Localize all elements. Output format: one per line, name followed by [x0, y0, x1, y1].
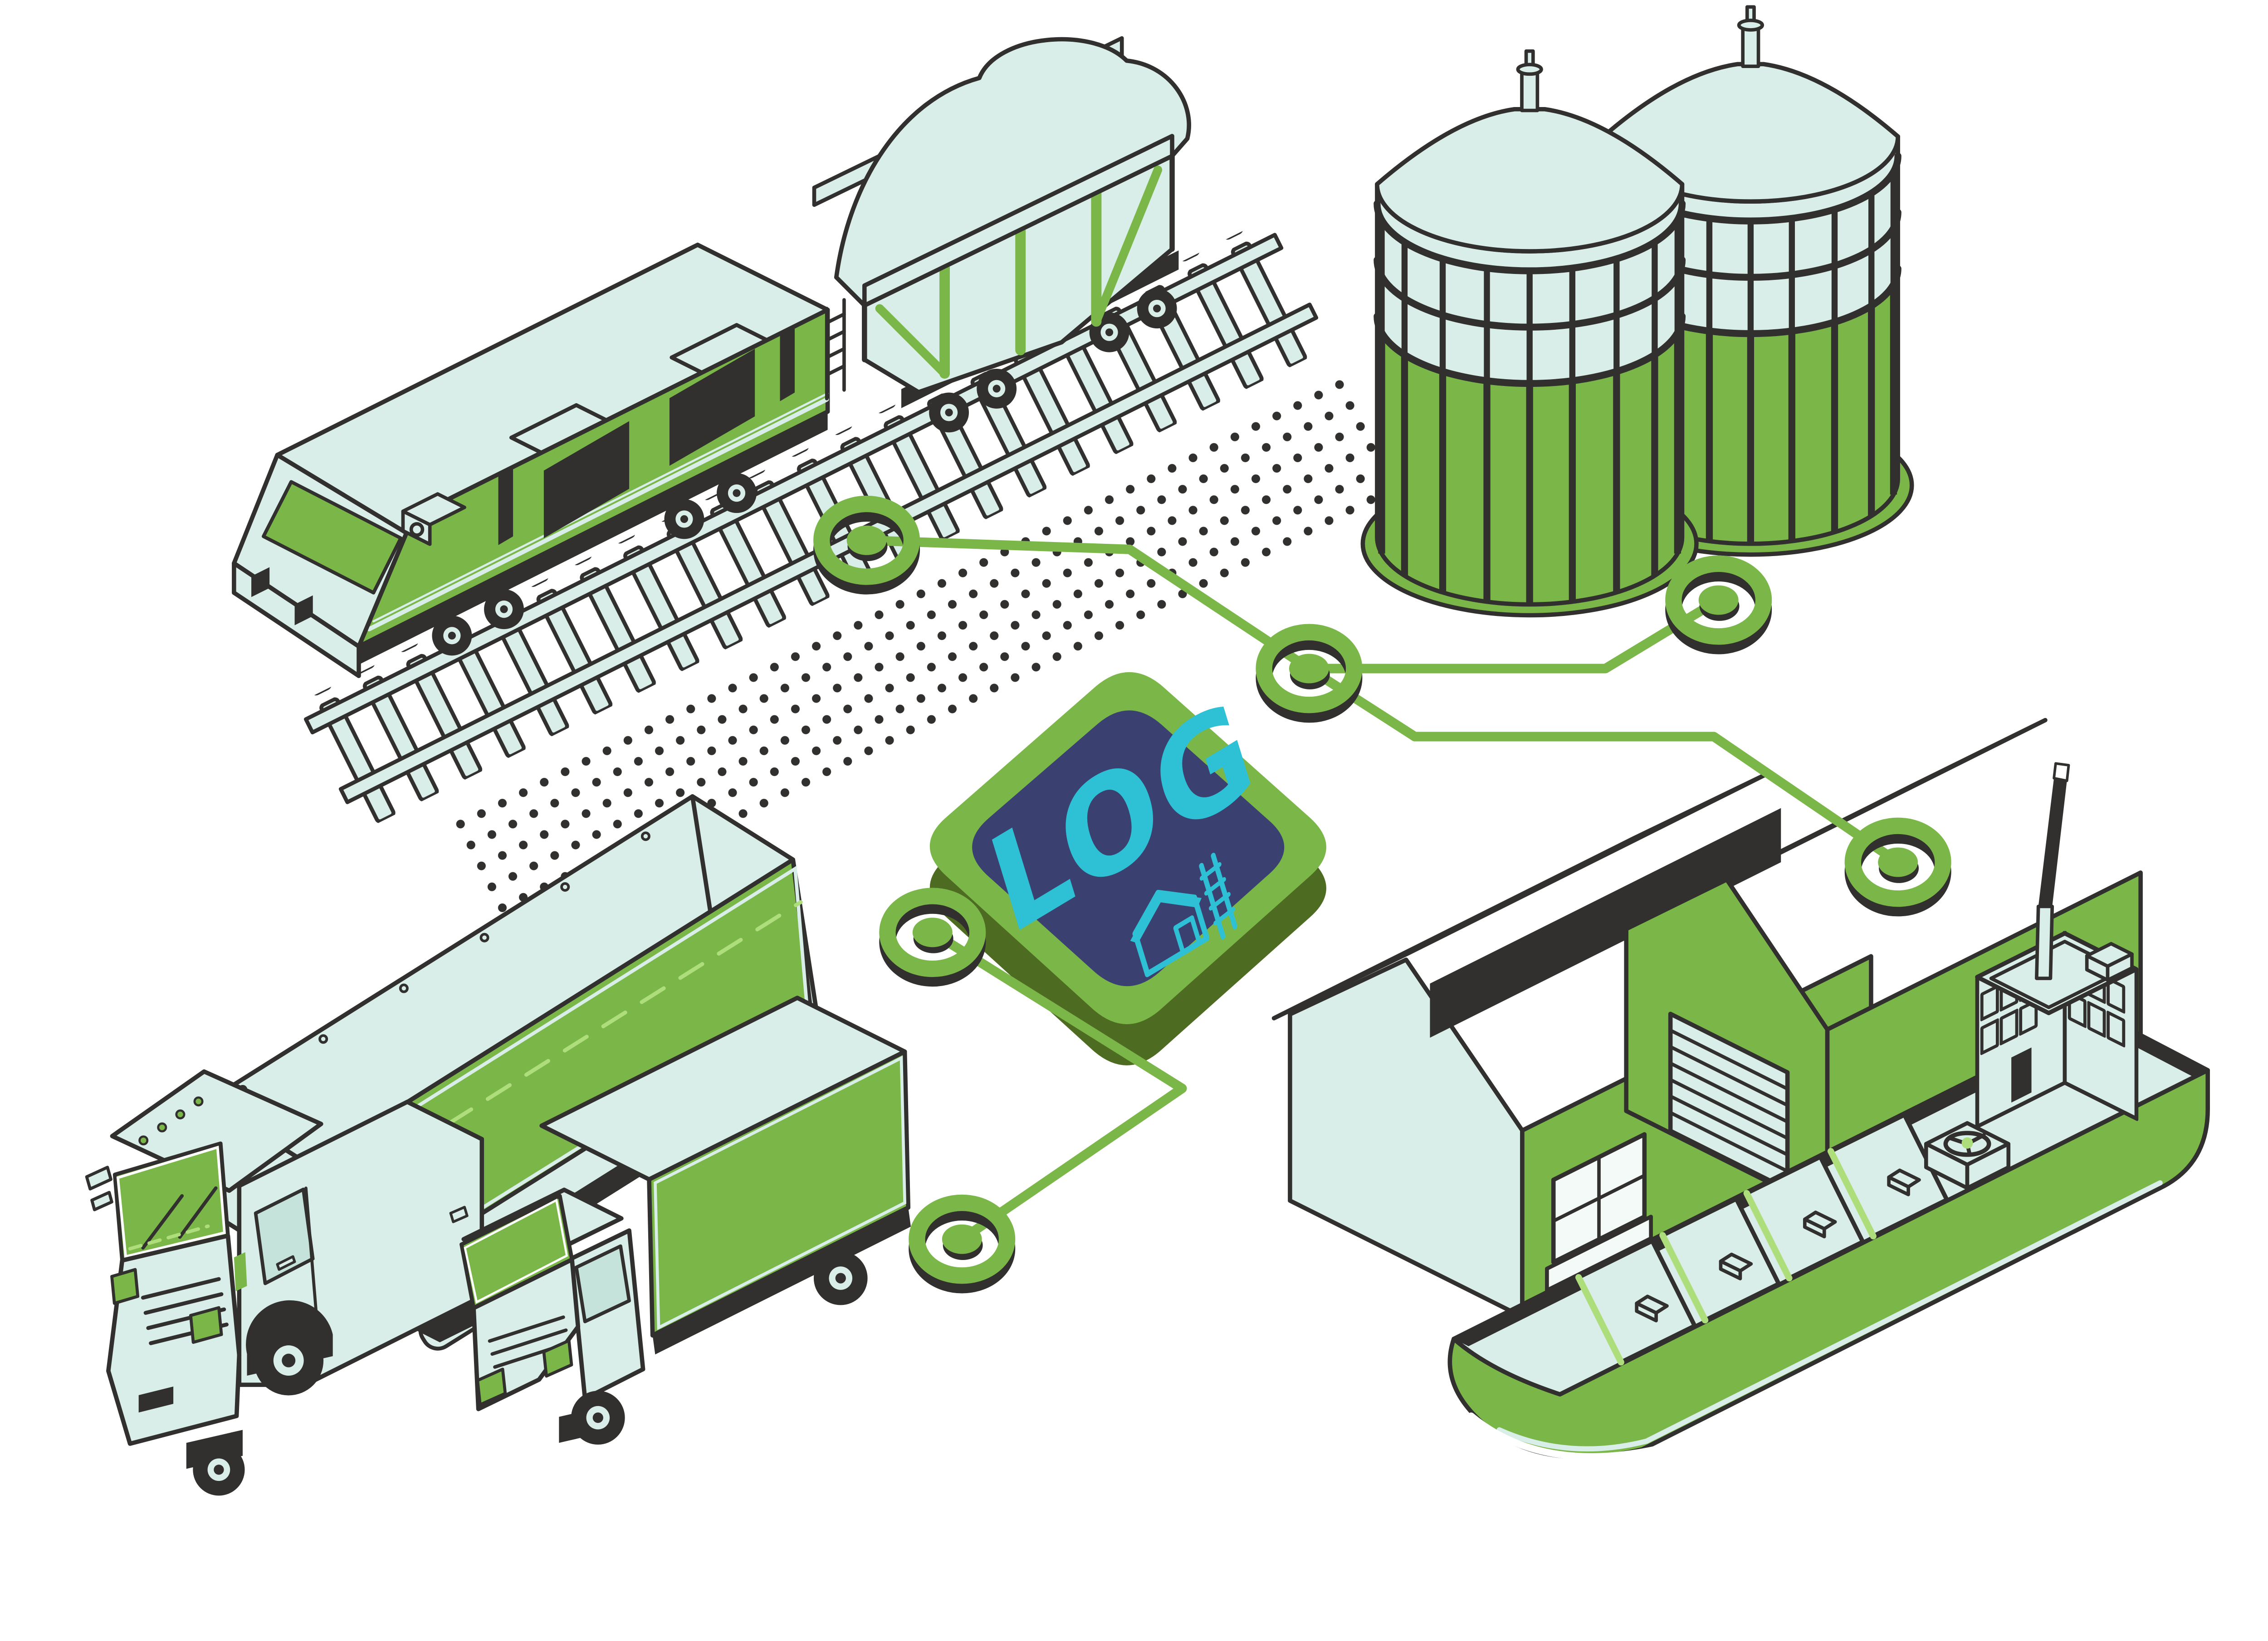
mast-base: [2035, 904, 2054, 980]
ship-bridge: [1975, 762, 2139, 1129]
chip-screen: [972, 710, 1285, 987]
mirror: [85, 1166, 112, 1191]
box-truck-cab: [449, 1187, 645, 1445]
roof: [1601, 718, 2048, 943]
headlight: [189, 1306, 223, 1344]
headlight: [542, 1339, 573, 1378]
headlight: [476, 1368, 507, 1407]
underframe: [358, 411, 828, 665]
cargo-ship: [1447, 762, 2210, 1460]
gable-end: [1288, 957, 1525, 1319]
warehouse: [1271, 718, 2143, 1319]
logistics-illustration: LOG: [85, 5, 2210, 1496]
tractor-cab: [85, 1069, 523, 1496]
headlight: [110, 1268, 140, 1305]
freight-train: [232, 36, 1191, 679]
bow-wake: [1467, 1412, 1666, 1460]
grain-silos: [1360, 5, 1914, 618]
port-node: [1853, 826, 1943, 908]
box-side: [647, 1049, 911, 1338]
locomotive: [232, 242, 830, 679]
bridge-door: [2011, 1047, 2032, 1103]
deck-vent: [1924, 1121, 2011, 1190]
silo-left: [1360, 49, 1699, 618]
hopper-rim: [862, 134, 1174, 308]
rail-far: [304, 233, 1284, 735]
truck-node: [917, 1203, 1007, 1285]
network-link-hub-node-port-node: [1304, 664, 1903, 867]
box-truck: [449, 996, 911, 1445]
connection-network: [821, 504, 1943, 1285]
halftone-dots: [444, 367, 1406, 941]
mirror: [90, 1191, 113, 1211]
silo-node: [1673, 564, 1764, 646]
cargo-heap: [834, 37, 1191, 308]
logistics-chip: LOG: [929, 669, 1326, 1065]
mirror: [449, 1206, 469, 1223]
loco-windshield: [262, 480, 403, 595]
wagon-ladder: [825, 298, 846, 400]
door-window: [574, 1244, 631, 1324]
door-handle: [276, 1255, 296, 1271]
network-link-rail-node-hub-node: [862, 535, 1314, 674]
loco-window: [669, 349, 755, 466]
hopper-wagon: [812, 36, 1191, 433]
shed-gap-shadow: [1430, 808, 1781, 1038]
headlamp: [409, 522, 425, 537]
silo-roof: [1375, 107, 1685, 254]
network-link-chip-node-truck-node: [928, 928, 1187, 1244]
loco-window: [543, 421, 630, 538]
mast: [2038, 778, 2067, 907]
chip-node: [887, 896, 978, 979]
cab-front: [106, 1233, 242, 1446]
roller-door: [1668, 1011, 1790, 1192]
chip-glyph: [1130, 853, 1237, 977]
